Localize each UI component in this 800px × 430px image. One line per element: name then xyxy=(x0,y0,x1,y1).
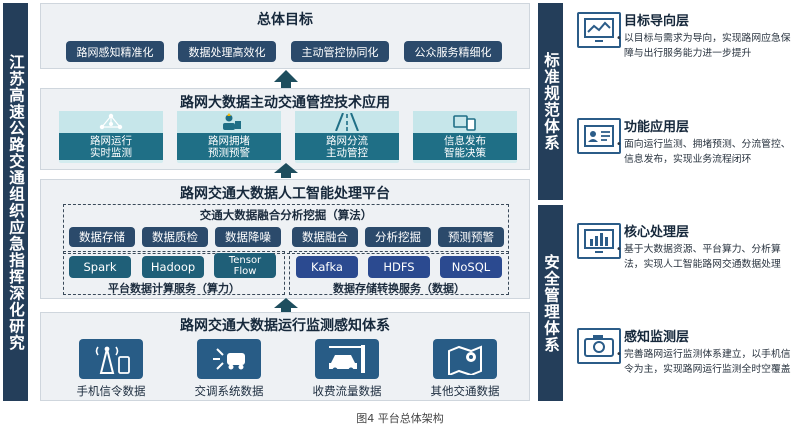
camera-icon xyxy=(577,328,621,364)
algo-item: 数据融合 xyxy=(292,227,358,247)
compute-item: Spark xyxy=(69,256,131,278)
source-label: 交调系统数据 xyxy=(194,384,264,398)
road-icon xyxy=(295,111,399,133)
compute-box: Spark Hadoop Tensor Flow 平台数据计算服务（算力） xyxy=(63,251,285,295)
app-card-label: 路网拥堵 预测预警 xyxy=(177,133,281,160)
left-title-bar: 江苏高速公路交通组织应急指挥深化研究 xyxy=(3,3,28,401)
sensing-layer: 路网交通大数据运行监测感知体系 手机信令数据 交调系统数据 收费流量数据 其他交… xyxy=(40,312,530,401)
algo-item: 数据降噪 xyxy=(215,227,281,247)
id-card-icon xyxy=(577,118,621,154)
up-arrow xyxy=(274,163,298,178)
app-card-diversion: 路网分流 主动管控 xyxy=(295,111,399,163)
standards-system-text: 标准规范体系 xyxy=(542,52,560,151)
devices-icon xyxy=(413,111,517,133)
up-arrow xyxy=(274,70,298,88)
bar-chart-icon xyxy=(577,223,621,259)
application-title: 路网大数据主动交通管控技术应用 xyxy=(180,95,390,111)
source-survey: 交调系统数据 xyxy=(177,339,281,399)
goal-item: 路网感知精准化 xyxy=(66,41,164,62)
figure-caption: 图4 平台总体架构 xyxy=(356,412,444,425)
right-layer-function: 功能应用层 •面向运行监测、拥堵预测、分流管控、信息发布，实现业务流程闭环 xyxy=(572,110,798,205)
tower-phone-icon xyxy=(79,339,143,379)
right-layer-desc: •以目标与需求为导向，实现路网应急保障与出行服务能力进一步提升 xyxy=(616,33,791,59)
right-layer-sensing: 感知监测层 •完善路网运行监测体系建立，以手机信令为主，实现路网运行监测全时空覆… xyxy=(572,320,798,405)
right-layer-goal: 目标导向层 •以目标与需求为导向，实现路网应急保障与出行服务能力进一步提升 xyxy=(572,4,798,99)
app-card-prediction: 路网拥堵 预测预警 xyxy=(177,111,281,163)
algo-item: 分析挖掘 xyxy=(365,227,431,247)
algo-item: 预测预警 xyxy=(438,227,504,247)
right-layer-title: 功能应用层 xyxy=(624,120,690,135)
right-layer-title: 目标导向层 xyxy=(624,14,690,29)
storage-item: Kafka xyxy=(296,256,358,278)
standards-system-bar: 标准规范体系 xyxy=(538,3,563,200)
algo-item: 数据质检 xyxy=(142,227,208,247)
right-layer-title: 核心处理层 xyxy=(624,225,690,240)
application-layer: 路网大数据主动交通管控技术应用 路网运行 实时监测 路网拥堵 预测预警 路网分流… xyxy=(40,88,530,170)
app-card-label: 信息发布 智能决策 xyxy=(413,133,517,160)
right-layer-title: 感知监测层 xyxy=(624,330,690,345)
traffic-survey-icon xyxy=(197,339,261,379)
algo-item: 数据存储 xyxy=(69,227,135,247)
right-layer-desc: •面向运行监测、拥堵预测、分流管控、信息发布，实现业务流程闭环 xyxy=(616,139,791,165)
safety-system-text: 安全管理体系 xyxy=(542,253,560,353)
network-icon xyxy=(59,111,163,133)
storage-label: 数据存储转换服务（数据） xyxy=(333,282,465,295)
algorithm-box: 交通大数据融合分析挖掘（算法） 数据存储 数据质检 数据降噪 数据融合 分析挖掘… xyxy=(63,204,509,254)
right-layer-core: 核心处理层 •基于大数据资源、平台算力、分析算法，实现人工智能路网交通数据处理 xyxy=(572,215,798,310)
map-icon xyxy=(433,339,497,379)
app-card-label: 路网运行 实时监测 xyxy=(59,133,163,160)
compute-item: Tensor Flow xyxy=(214,253,276,278)
safety-system-bar: 安全管理体系 xyxy=(538,205,563,401)
storage-item: HDFS xyxy=(368,256,430,278)
alert-person-icon xyxy=(177,111,281,133)
sensing-title: 路网交通大数据运行监测感知体系 xyxy=(180,318,390,334)
source-mobile: 手机信令数据 xyxy=(59,339,163,399)
source-label: 手机信令数据 xyxy=(76,384,146,398)
monitor-chart-icon xyxy=(577,12,621,48)
goal-item: 数据处理高效化 xyxy=(178,41,276,62)
source-other: 其他交通数据 xyxy=(413,339,517,399)
app-card-monitoring: 路网运行 实时监测 xyxy=(59,111,163,163)
algorithm-title: 交通大数据融合分析挖掘（算法） xyxy=(199,208,373,222)
goal-title: 总体目标 xyxy=(257,12,313,28)
storage-item: NoSQL xyxy=(440,256,502,278)
toll-car-icon xyxy=(315,339,379,379)
goal-item: 主动管控协同化 xyxy=(291,41,389,62)
source-toll: 收费流量数据 xyxy=(295,339,399,399)
source-label: 收费流量数据 xyxy=(312,384,382,398)
ai-platform-layer: 路网交通大数据人工智能处理平台 交通大数据融合分析挖掘（算法） 数据存储 数据质… xyxy=(40,179,530,299)
goal-item: 公众服务精细化 xyxy=(404,41,502,62)
left-title-text: 江苏高速公路交通组织应急指挥深化研究 xyxy=(7,53,25,351)
compute-item: Hadoop xyxy=(142,256,204,278)
app-card-publish: 信息发布 智能决策 xyxy=(413,111,517,163)
goal-layer: 总体目标 路网感知精准化 数据处理高效化 主动管控协同化 公众服务精细化 xyxy=(40,3,530,69)
source-label: 其他交通数据 xyxy=(430,384,500,398)
ai-platform-title: 路网交通大数据人工智能处理平台 xyxy=(180,186,390,202)
storage-box: Kafka HDFS NoSQL 数据存储转换服务（数据） xyxy=(289,251,509,295)
app-card-label: 路网分流 主动管控 xyxy=(295,133,399,160)
right-layer-desc: •基于大数据资源、平台算力、分析算法，实现人工智能路网交通数据处理 xyxy=(616,244,781,270)
up-arrow xyxy=(274,298,298,312)
right-layer-desc: •完善路网运行监测体系建立，以手机信令为主，实现路网运行监测全时空覆盖 xyxy=(616,349,791,375)
compute-label: 平台数据计算服务（算力） xyxy=(108,282,240,295)
